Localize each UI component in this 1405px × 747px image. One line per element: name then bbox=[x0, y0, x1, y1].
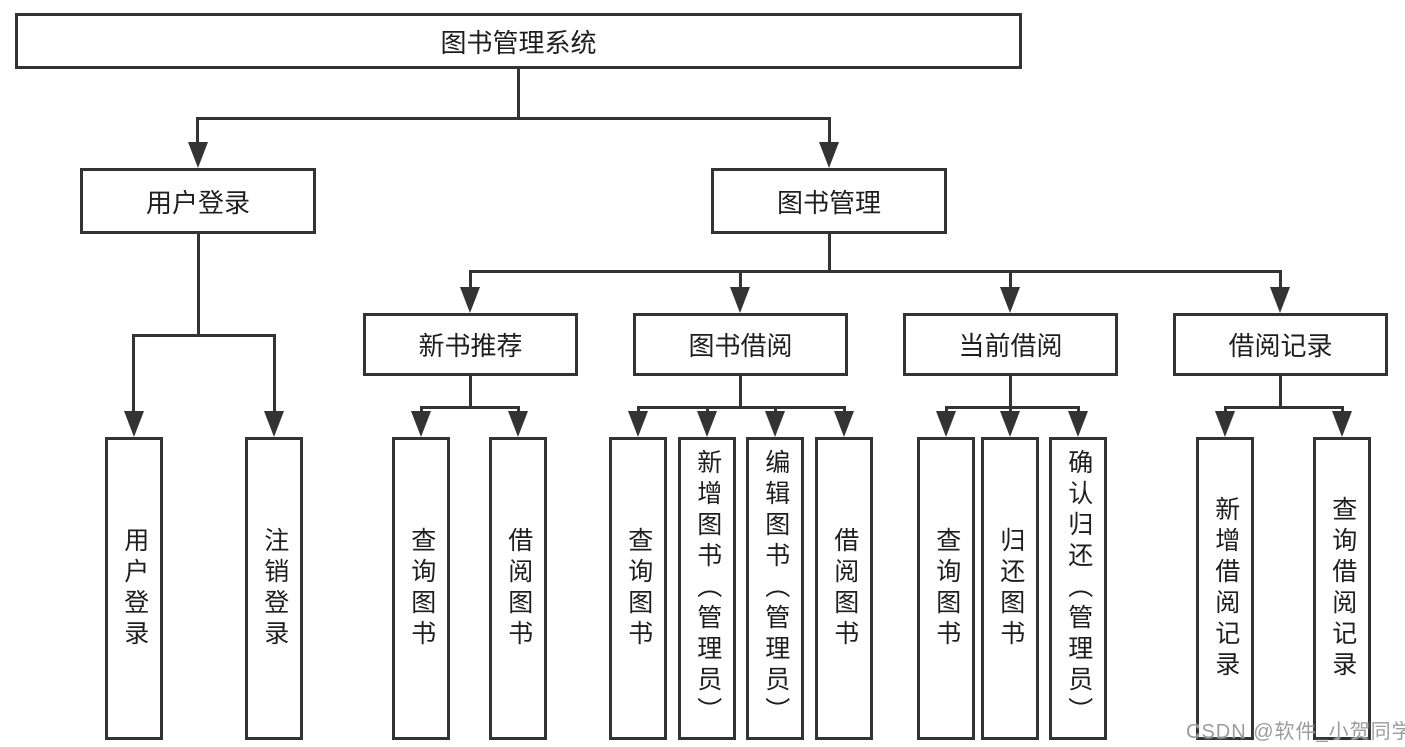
arrow-down-icon bbox=[1000, 411, 1020, 437]
node-current-borrowing: 当前借阅 bbox=[903, 313, 1118, 376]
leaf-confirm-return-admin-label: 确认归还（管理员） bbox=[1064, 449, 1093, 728]
arrow-down-icon bbox=[765, 411, 785, 437]
leaf-query-books-recommend: 查询图书 bbox=[392, 437, 450, 740]
arrow-down-icon bbox=[188, 142, 208, 168]
connector-line bbox=[637, 406, 640, 413]
connector-line bbox=[945, 406, 948, 413]
connector-line bbox=[132, 334, 135, 413]
arrow-down-icon bbox=[936, 411, 956, 437]
leaf-borrow-books-recommend-label: 借阅图书 bbox=[504, 526, 533, 651]
arrow-down-icon bbox=[1068, 411, 1088, 437]
connector-line bbox=[420, 406, 423, 413]
arrow-down-icon bbox=[264, 411, 284, 437]
connector-line bbox=[273, 334, 276, 413]
connector-line bbox=[1224, 406, 1344, 409]
leaf-borrow-books-recommend: 借阅图书 bbox=[489, 437, 547, 740]
arrow-down-icon bbox=[1215, 411, 1235, 437]
connector-line bbox=[517, 406, 520, 413]
leaf-query-books-current: 查询图书 bbox=[917, 437, 975, 740]
connector-line bbox=[1009, 376, 1012, 408]
node-borrowing-records: 借阅记录 bbox=[1173, 313, 1388, 376]
leaf-user-login: 用户登录 bbox=[105, 437, 163, 740]
connector-line bbox=[1279, 270, 1282, 289]
arrow-down-icon bbox=[819, 142, 839, 168]
leaf-query-borrow-record-label: 查询借阅记录 bbox=[1328, 495, 1357, 682]
connector-line bbox=[1341, 406, 1344, 413]
connector-line bbox=[1224, 406, 1227, 413]
arrow-down-icon bbox=[730, 287, 750, 313]
node-book-management: 图书管理 bbox=[711, 168, 947, 234]
connector-line bbox=[828, 234, 831, 272]
connector-line bbox=[469, 270, 472, 289]
connector-line bbox=[469, 270, 1282, 273]
leaf-query-books-borrowing-label: 查询图书 bbox=[624, 526, 653, 651]
arrow-down-icon bbox=[124, 411, 144, 437]
connector-line bbox=[420, 406, 520, 409]
arrow-down-icon bbox=[697, 411, 717, 437]
leaf-query-books-current-label: 查询图书 bbox=[932, 526, 961, 651]
connector-line bbox=[739, 270, 742, 289]
connector-line bbox=[843, 406, 846, 413]
connector-line bbox=[774, 406, 777, 413]
arrow-down-icon bbox=[834, 411, 854, 437]
leaf-edit-books-admin: 编辑图书（管理员） bbox=[746, 437, 804, 740]
leaf-return-books: 归还图书 bbox=[981, 437, 1039, 740]
leaf-query-books-borrowing: 查询图书 bbox=[609, 437, 667, 740]
arrow-down-icon bbox=[508, 411, 528, 437]
connector-line bbox=[196, 117, 831, 120]
node-library-system: 图书管理系统 bbox=[15, 13, 1022, 69]
leaf-add-books-admin: 新增图书（管理员） bbox=[678, 437, 736, 740]
connector-line bbox=[945, 406, 1079, 409]
arrow-down-icon bbox=[460, 287, 480, 313]
connector-line bbox=[197, 234, 200, 335]
connector-line bbox=[1077, 406, 1080, 413]
leaf-add-borrow-record-label: 新增借阅记录 bbox=[1211, 495, 1240, 682]
leaf-add-borrow-record: 新增借阅记录 bbox=[1196, 437, 1254, 740]
watermark-text: CSDN @软件_小贺同学 bbox=[1186, 721, 1405, 743]
arrow-down-icon bbox=[1332, 411, 1352, 437]
leaf-user-login-label: 用户登录 bbox=[120, 526, 149, 651]
arrow-down-icon bbox=[411, 411, 431, 437]
connector-line bbox=[739, 376, 742, 408]
connector-line bbox=[196, 117, 199, 144]
leaf-query-books-recommend-label: 查询图书 bbox=[407, 526, 436, 651]
connector-line bbox=[1009, 270, 1012, 289]
leaf-borrow-books-borrowing: 借阅图书 bbox=[815, 437, 873, 740]
connector-line bbox=[517, 69, 520, 119]
connector-line bbox=[706, 406, 709, 413]
connector-line bbox=[1279, 376, 1282, 408]
leaf-add-books-admin-label: 新增图书（管理员） bbox=[693, 449, 722, 728]
arrow-down-icon bbox=[1270, 287, 1290, 313]
leaf-confirm-return-admin: 确认归还（管理员） bbox=[1049, 437, 1107, 740]
node-book-borrowing: 图书借阅 bbox=[633, 313, 848, 376]
connector-line bbox=[1009, 406, 1012, 413]
leaf-logout-login-label: 注销登录 bbox=[260, 526, 289, 651]
node-new-book-recommend: 新书推荐 bbox=[363, 313, 578, 376]
leaf-logout-login: 注销登录 bbox=[245, 437, 303, 740]
connector-line bbox=[828, 117, 831, 144]
leaf-return-books-label: 归还图书 bbox=[996, 526, 1025, 651]
connector-line bbox=[469, 376, 472, 408]
node-user-login: 用户登录 bbox=[80, 168, 316, 234]
connector-line bbox=[132, 334, 276, 337]
leaf-query-borrow-record: 查询借阅记录 bbox=[1313, 437, 1371, 740]
arrow-down-icon bbox=[628, 411, 648, 437]
arrow-down-icon bbox=[1000, 287, 1020, 313]
leaf-edit-books-admin-label: 编辑图书（管理员） bbox=[761, 449, 790, 728]
leaf-borrow-books-borrowing-label: 借阅图书 bbox=[830, 526, 859, 651]
connector-line bbox=[637, 406, 845, 409]
